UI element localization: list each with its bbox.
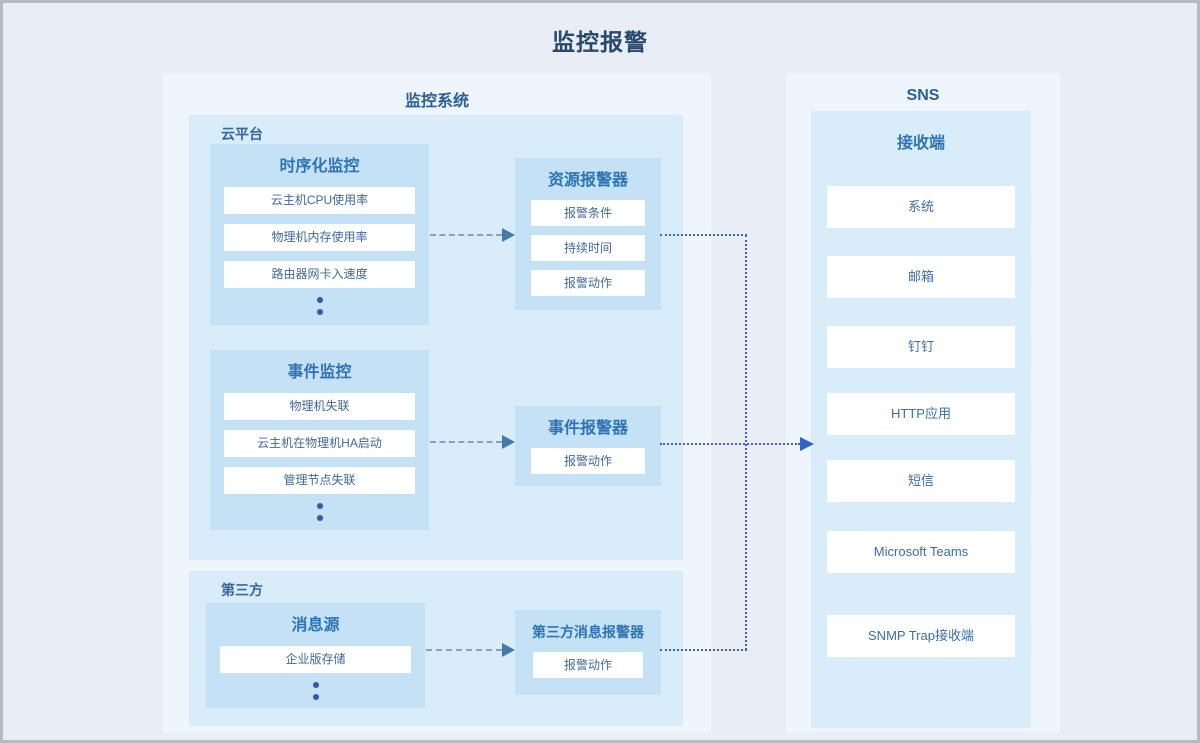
dotted-connector-vertical xyxy=(745,235,747,650)
monitor-system-title: 监控系统 xyxy=(404,93,469,110)
sns-title: SNS xyxy=(906,87,940,104)
receiver-item: Microsoft Teams xyxy=(827,531,1015,573)
event-alarm-title: 事件报警器 xyxy=(547,420,628,437)
dashed-arrow-event-to-eventalarm xyxy=(430,441,502,443)
third-party-alarm-title: 第三方消息报警器 xyxy=(532,624,644,640)
arrowhead-icon xyxy=(502,228,515,242)
arrowhead-icon xyxy=(502,435,515,449)
dotted-connector-event xyxy=(660,443,800,445)
timeseries-monitoring-box: 时序化监控 云主机CPU使用率 物理机内存使用率 路由器网卡入速度 xyxy=(210,144,429,325)
resource-alarm-box: 资源报警器 报警条件 持续时间 报警动作 xyxy=(515,158,661,310)
timeseries-item: 路由器网卡入速度 xyxy=(224,261,415,288)
receiver-item: 邮箱 xyxy=(827,256,1015,298)
receiver-item: 短信 xyxy=(827,460,1015,502)
message-source-title: 消息源 xyxy=(291,617,340,634)
third-party-group: 第三方 消息源 企业版存储 第三方消息报警器 报警动作 xyxy=(189,571,683,726)
timeseries-item: 云主机CPU使用率 xyxy=(224,187,415,214)
cloud-platform-label: 云平台 xyxy=(221,126,263,142)
ellipsis-dots-icon xyxy=(316,297,323,315)
third-party-label: 第三方 xyxy=(221,582,263,598)
resource-alarm-title: 资源报警器 xyxy=(547,172,628,189)
timeseries-item: 物理机内存使用率 xyxy=(224,224,415,251)
receiver-title: 接收端 xyxy=(896,135,945,152)
timeseries-monitoring-title: 时序化监控 xyxy=(279,158,360,175)
dotted-connector-resource xyxy=(660,234,747,236)
message-source-item: 企业版存储 xyxy=(220,646,411,673)
event-alarm-item: 报警动作 xyxy=(531,448,645,474)
arrowhead-icon xyxy=(502,643,515,657)
monitor-system-panel: 监控系统 云平台 时序化监控 云主机CPU使用率 物理机内存使用率 路由器网卡入… xyxy=(163,73,711,733)
dotted-connector-thirdparty xyxy=(660,649,747,651)
receiver-item: 钉钉 xyxy=(827,326,1015,368)
message-source-box: 消息源 企业版存储 xyxy=(206,603,425,708)
receiver-item: 系统 xyxy=(827,186,1015,228)
arrowhead-icon xyxy=(800,437,814,451)
event-monitoring-title: 事件监控 xyxy=(287,364,352,381)
cloud-platform-group: 云平台 时序化监控 云主机CPU使用率 物理机内存使用率 路由器网卡入速度 事件… xyxy=(189,115,683,560)
third-party-alarm-item: 报警动作 xyxy=(533,652,643,678)
receiver-item: SNMP Trap接收端 xyxy=(827,615,1015,657)
ellipsis-dots-icon xyxy=(312,682,319,700)
event-monitoring-box: 事件监控 物理机失联 云主机在物理机HA启动 管理节点失联 xyxy=(210,350,429,530)
receiver-group: 接收端 系统 邮箱 钉钉 HTTP应用 短信 Microsoft Teams S… xyxy=(811,111,1031,728)
receiver-item: HTTP应用 xyxy=(827,393,1015,435)
page-title: 监控报警 xyxy=(552,29,648,55)
sns-panel: SNS 接收端 系统 邮箱 钉钉 HTTP应用 短信 Microsoft Tea… xyxy=(786,73,1060,733)
event-item: 云主机在物理机HA启动 xyxy=(224,430,415,457)
third-party-alarm-box: 第三方消息报警器 报警动作 xyxy=(515,610,661,695)
resource-alarm-item: 报警条件 xyxy=(531,200,645,226)
dashed-arrow-timeseries-to-resource xyxy=(430,234,502,236)
event-alarm-box: 事件报警器 报警动作 xyxy=(515,406,661,486)
event-item: 物理机失联 xyxy=(224,393,415,420)
dashed-arrow-source-to-thirdpartyalarm xyxy=(426,649,502,651)
resource-alarm-item: 报警动作 xyxy=(531,270,645,296)
event-item: 管理节点失联 xyxy=(224,467,415,494)
resource-alarm-item: 持续时间 xyxy=(531,235,645,261)
ellipsis-dots-icon xyxy=(316,503,323,521)
